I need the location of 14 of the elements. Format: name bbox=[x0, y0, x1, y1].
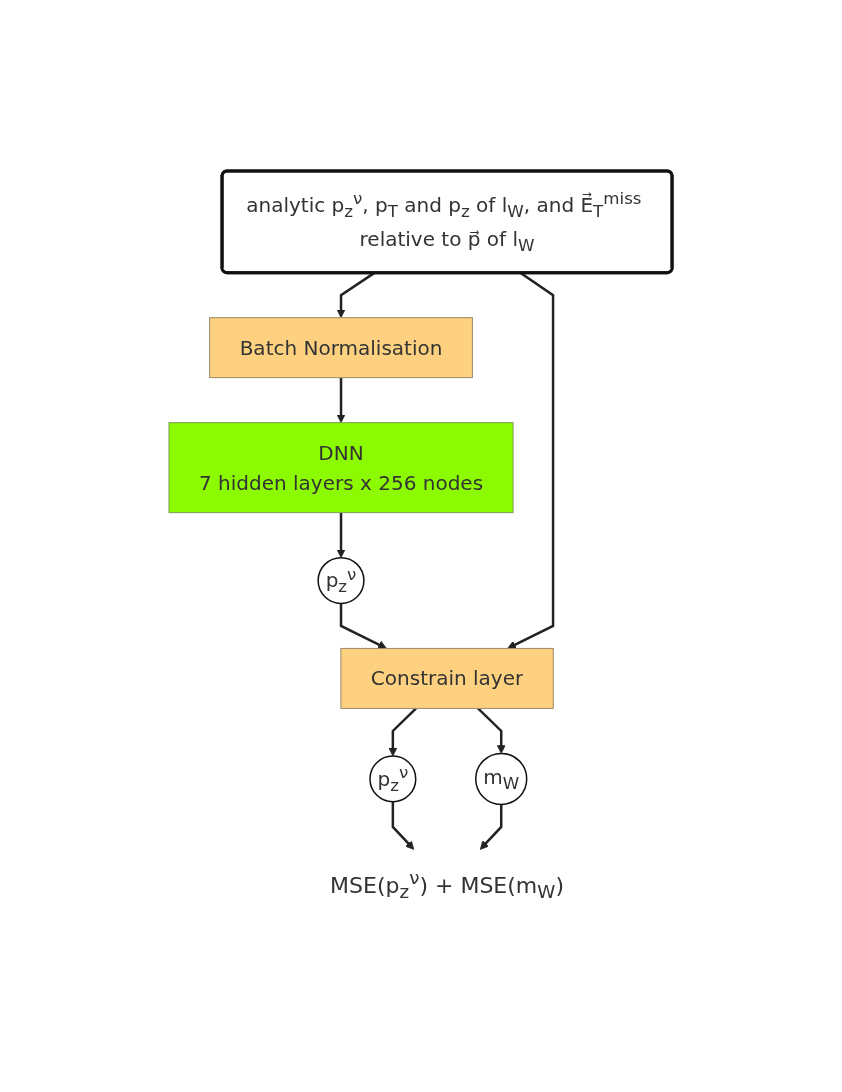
node-box: Constrain layer bbox=[340, 648, 555, 710]
arrow bbox=[507, 272, 555, 650]
arrow bbox=[337, 512, 346, 559]
arrow bbox=[388, 707, 418, 757]
arrow bbox=[337, 377, 346, 424]
node-text: MSE(p$_{z}$$^{ν}$) + MSE(m$_{W}$) bbox=[330, 867, 565, 903]
arrow bbox=[337, 272, 376, 319]
arrow bbox=[477, 707, 507, 755]
node-box: Batch Normalisation bbox=[209, 317, 474, 379]
node-circle: m$_{W}$ bbox=[475, 752, 528, 806]
arrow bbox=[480, 804, 503, 850]
node-box: DNN 7 hidden layers x 256 nodes bbox=[168, 422, 515, 514]
arrow bbox=[392, 802, 415, 850]
arrow bbox=[340, 603, 388, 650]
